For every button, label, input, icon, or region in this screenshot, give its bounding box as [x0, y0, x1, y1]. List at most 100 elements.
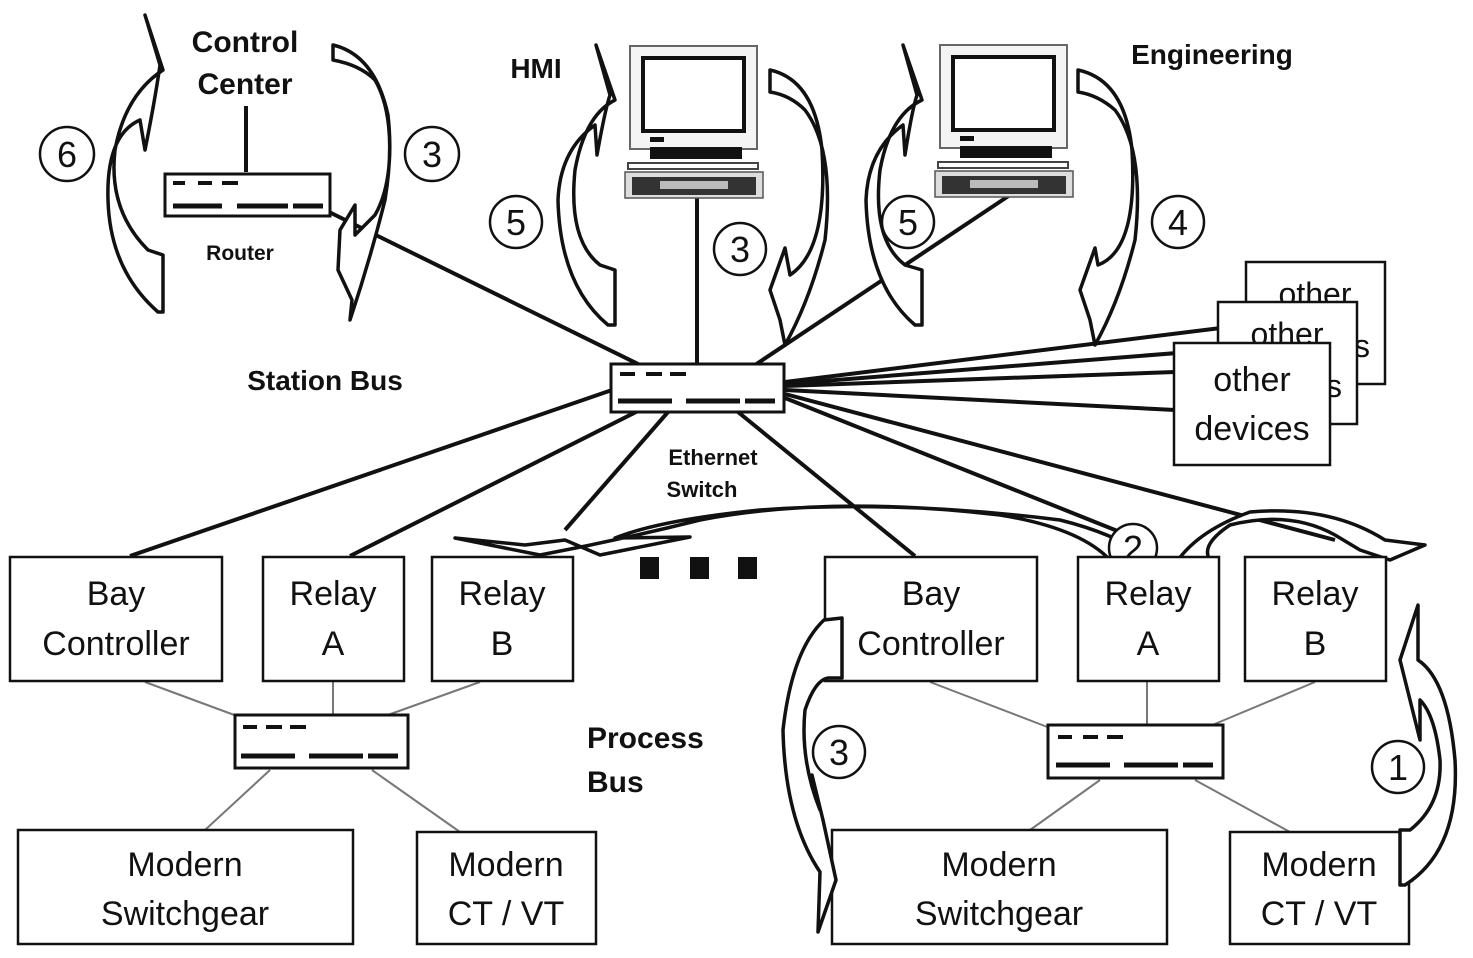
flow-number-1: 1 [1388, 747, 1408, 788]
bay1-relay-b-label-1: Relay [459, 575, 546, 613]
flow-number-6: 6 [57, 134, 77, 175]
other-devices-stack[interactable]: other s other s other devices [1172, 260, 1387, 467]
bay2-relay-b-label-2: B [1304, 625, 1327, 663]
flow-number-3: 3 [422, 134, 442, 175]
bay2-relay-b-label-1: Relay [1272, 575, 1359, 613]
ethernet-switch-icon[interactable] [609, 362, 786, 414]
bay2-ctvt-label-1: Modern [1261, 846, 1376, 884]
bay2-switchgear-label-1: Modern [941, 846, 1056, 884]
flow-arrow-6 [106, 13, 165, 314]
bay2-modern-ctvt[interactable]: Modern CT / VT [1228, 830, 1411, 946]
flow-arrow-2 [453, 504, 1427, 562]
bay1-relay-a-label-1: Relay [290, 575, 377, 613]
hmi-label: HMI [510, 53, 561, 84]
bay1-modern-switchgear[interactable]: Modern Switchgear [16, 828, 355, 946]
bay1-bay-controller[interactable]: Bay Controller [8, 555, 224, 683]
other-devices-label-1: other [1213, 361, 1291, 399]
link-switch-bay2-relaya [784, 396, 1141, 542]
control-center-label-1: Control [192, 26, 299, 59]
flow-number-circle [880, 194, 936, 250]
hmi-computer-icon[interactable] [624, 45, 764, 199]
link-bay2-controller-pswitch [929, 681, 1051, 729]
flow-number-circle [488, 194, 544, 250]
ethernet-switch-label-1: Ethernet [668, 445, 758, 470]
flow-number-circle [38, 125, 96, 183]
bay1-bay-controller-label-2: Controller [42, 625, 189, 663]
bay2-process-switch-icon[interactable] [1046, 723, 1225, 780]
link-router-switch [324, 208, 641, 367]
link-switch-bay1-controller [129, 388, 613, 558]
flow-number-circle [712, 221, 768, 277]
bay1-relay-a-label-2: A [322, 625, 345, 663]
engineering-label: Engineering [1131, 39, 1293, 70]
bay2-switchgear-label-2: Switchgear [915, 895, 1083, 933]
bay2-relay-a[interactable]: Relay A [1076, 555, 1221, 683]
link-bay2-relayb-pswitch [1209, 681, 1316, 727]
link-switch-bay1-relayb [563, 410, 670, 532]
link-switch-other4 [784, 388, 1176, 412]
router-label: Router [206, 242, 274, 265]
flow-number-3: 3 [829, 732, 849, 773]
flow-arrow-3-control [331, 43, 392, 322]
bay2-relay-b[interactable]: Relay B [1243, 555, 1388, 683]
bay1-relay-b-label-2: B [491, 625, 514, 663]
flow-number-5: 5 [506, 202, 526, 243]
link-bay1-relayb-pswitch [384, 681, 481, 717]
flow-arrow-1-bay2 [1398, 603, 1458, 887]
flow-number-circle [1370, 739, 1426, 795]
bay2-bay-controller-label-2: Controller [857, 625, 1004, 663]
flow-number-5: 5 [898, 202, 918, 243]
bay2-relay-a-label-2: A [1137, 625, 1160, 663]
process-bus-links-bay2 [929, 681, 1316, 833]
flow-number-circle [403, 125, 461, 183]
bay1-bay-controller-label-1: Bay [87, 575, 146, 613]
bay1-relay-b[interactable]: Relay B [430, 555, 575, 683]
link-switch-other3 [784, 370, 1176, 388]
link-switch-bay1-relaya [349, 408, 641, 558]
bay2-ctvt-label-2: CT / VT [1261, 895, 1378, 933]
bay-1: Bay Controller Relay A Relay B Modern Sw… [8, 555, 598, 946]
control-center-label-2: Center [197, 68, 292, 101]
other-devices-label-2: devices [1194, 410, 1309, 448]
other-devices-card-front [1172, 341, 1332, 467]
process-bus-links-bay1 [144, 681, 481, 833]
flow-arrow-3-hmi [768, 68, 830, 347]
link-switch-bay2-controller [736, 410, 917, 558]
bay1-switchgear-label-2: Switchgear [101, 895, 269, 933]
flow-arrow-3-bay2 [781, 616, 844, 934]
link-bay1-controller-pswitch [144, 681, 238, 717]
flow-number-circle [1150, 194, 1206, 250]
control-center: Control Center [192, 26, 299, 172]
process-bus-label-1: Process [587, 722, 704, 755]
bay2-bay-controller-label-1: Bay [902, 575, 961, 613]
bay1-ctvt-label-1: Modern [448, 846, 563, 884]
flow-arrow-5-eng [864, 43, 924, 327]
bay1-relay-a[interactable]: Relay A [261, 555, 406, 683]
bay2-bay-controller[interactable]: Bay Controller [823, 555, 1039, 683]
station-bus-label: Station Bus [247, 365, 403, 396]
bay2-relay-a-label-1: Relay [1105, 575, 1192, 613]
flow-number-circle [811, 724, 867, 780]
engineering-computer-icon[interactable] [934, 44, 1074, 198]
bay1-modern-ctvt[interactable]: Modern CT / VT [415, 830, 598, 946]
link-bay1-pswitch-ctvt [371, 769, 461, 833]
more-bays-ellipsis [640, 557, 757, 579]
flow-number-3: 3 [730, 229, 750, 270]
flow-arrow-4-eng [1076, 68, 1140, 347]
bay1-switchgear-label-1: Modern [127, 846, 242, 884]
flow-number-4: 4 [1168, 202, 1188, 243]
link-bay2-pswitch-ctvt [1194, 779, 1291, 833]
link-switch-other1 [784, 323, 1246, 384]
link-bay1-pswitch-switchgear [204, 769, 271, 831]
process-bus-label-2: Bus [587, 766, 644, 799]
bay1-process-switch-icon[interactable] [233, 713, 410, 770]
bay2-modern-switchgear[interactable]: Modern Switchgear [830, 828, 1169, 946]
router-icon[interactable] [163, 172, 332, 218]
bay-2: Bay Controller Relay A Relay B Modern Sw… [823, 555, 1411, 946]
flow-arrow-5-hmi [556, 43, 617, 327]
link-switch-other2 [784, 348, 1216, 386]
link-bay2-pswitch-switchgear [1029, 779, 1101, 831]
ethernet-switch-label-2: Switch [667, 477, 738, 502]
bay1-ctvt-label-2: CT / VT [448, 895, 565, 933]
